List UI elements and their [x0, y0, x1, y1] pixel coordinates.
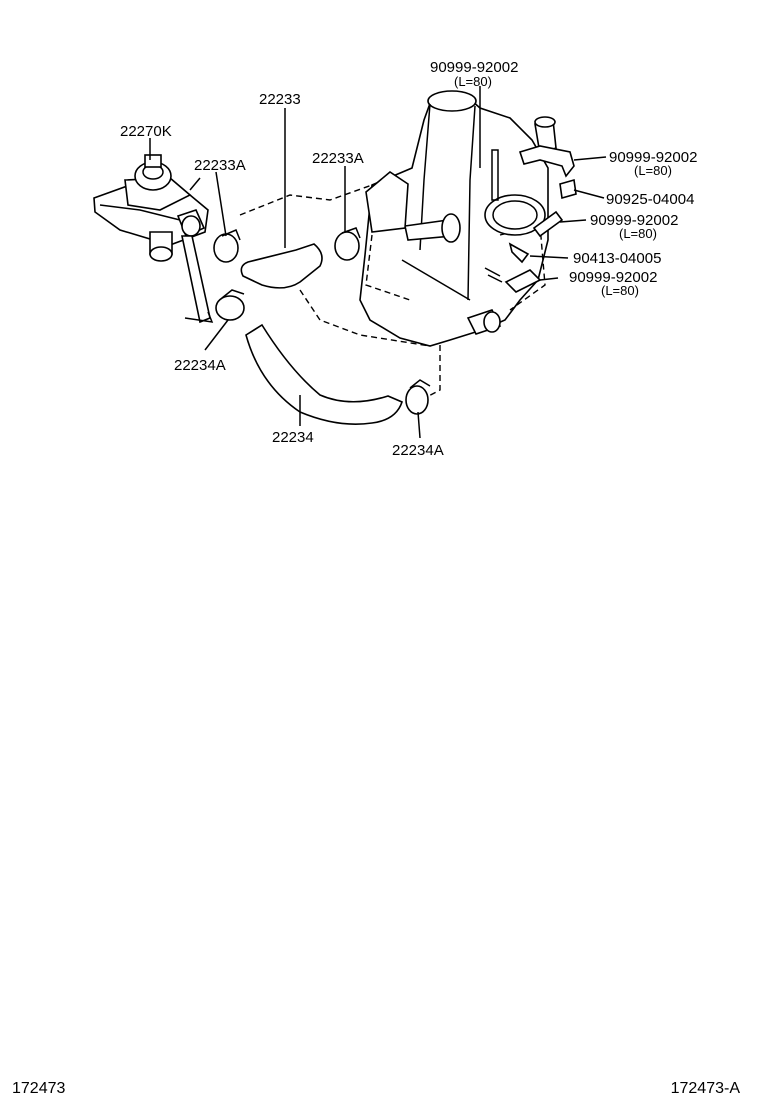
- label-90999-92002-r3-length: (L=80): [601, 283, 639, 298]
- clamp-22234A-bottom: [405, 379, 431, 415]
- valve-assembly-22270K: [93, 154, 214, 324]
- clamp-22234A-left: [215, 289, 245, 321]
- label-22234A-left: 22234A: [174, 357, 226, 374]
- union-90413-04005: [508, 242, 530, 264]
- label-90413-04005: 90413-04005: [573, 250, 661, 267]
- clamp-90925-04004: [559, 178, 577, 200]
- housing-body: [359, 90, 557, 347]
- label-22234: 22234: [272, 429, 314, 446]
- label-22233A-mid: 22233A: [312, 150, 364, 167]
- hose-90999-92002-r1: [518, 145, 575, 178]
- clamp-22233A-mid: [334, 227, 361, 261]
- hose-22233: [240, 243, 323, 289]
- hose-90999-92002-r2: [532, 210, 564, 238]
- label-90999-92002-top-length: (L=80): [454, 74, 492, 89]
- label-22234A-bottom: 22234A: [392, 442, 444, 459]
- hose-22234: [245, 323, 403, 425]
- label-90999-92002-r2: 90999-92002: [590, 212, 678, 229]
- label-90999-92002-r2-length: (L=80): [619, 226, 657, 241]
- figure-number-right: 172473-A: [670, 1080, 740, 1097]
- assembly-outline: [239, 184, 373, 216]
- clamp-22233A-left: [213, 229, 241, 263]
- label-90999-92002-top: 90999-92002: [430, 59, 518, 76]
- label-90925-04004: 90925-04004: [606, 191, 694, 208]
- label-22233A-left: 22233A: [194, 157, 246, 174]
- label-90999-92002-r1: 90999-92002: [609, 149, 697, 166]
- figure-number-left: 172473: [12, 1080, 66, 1097]
- label-22270K: 22270K: [120, 123, 172, 140]
- label-90999-92002-r3: 90999-92002: [569, 269, 657, 286]
- leader-lines: [149, 86, 607, 439]
- label-90999-92002-r1-length: (L=80): [634, 163, 672, 178]
- label-22233: 22233: [259, 91, 301, 108]
